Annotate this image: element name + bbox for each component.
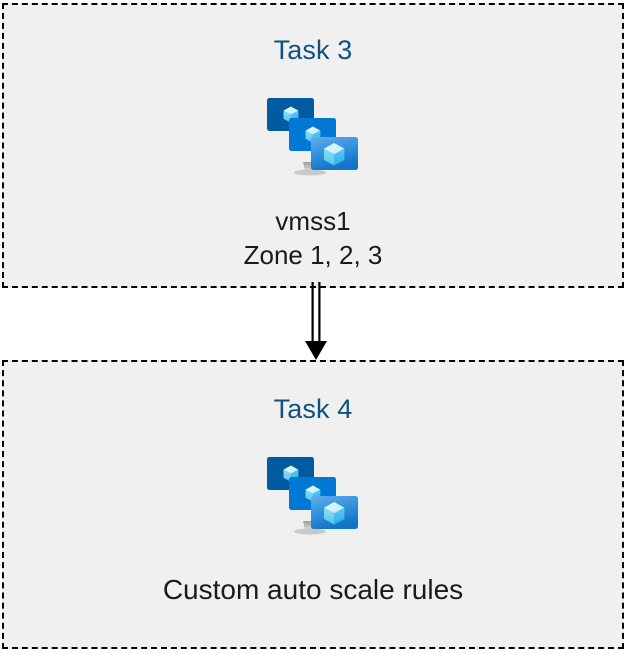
caption-block-task4: Custom auto scale rules bbox=[163, 573, 463, 607]
caption-line-zones: Zone 1, 2, 3 bbox=[243, 240, 383, 270]
box-title-task3: Task 3 bbox=[273, 35, 353, 65]
caption-line-vmss-name: vmss1 bbox=[275, 206, 351, 236]
azure-vm-scale-set-icon bbox=[258, 88, 368, 188]
task-box-task3[interactable]: Task 3 bbox=[2, 3, 624, 288]
caption-block-task3: vmss1 Zone 1, 2, 3 bbox=[244, 204, 383, 272]
connector-arrow-task3-to-task4 bbox=[294, 282, 338, 362]
caption-line-autoscale-rules: Custom auto scale rules bbox=[162, 574, 464, 605]
monitor-front bbox=[294, 137, 358, 176]
task-box-task4[interactable]: Task 4 bbox=[2, 360, 624, 649]
box-title-task4: Task 4 bbox=[273, 394, 353, 424]
azure-vm-scale-set-icon bbox=[258, 447, 368, 547]
monitor-front bbox=[294, 496, 358, 535]
